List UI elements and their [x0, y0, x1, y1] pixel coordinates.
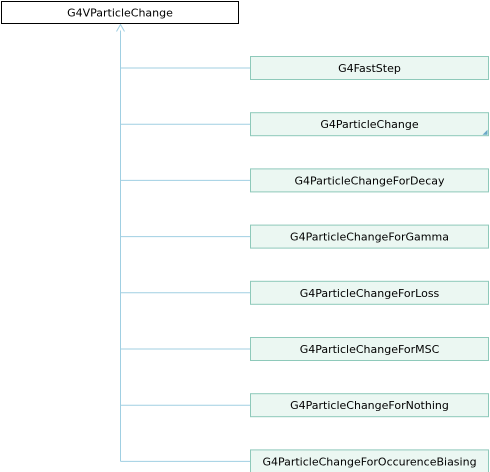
derived-class-box — [250, 168, 489, 193]
derived-class-label: G4ParticleChangeForNothing — [290, 399, 449, 412]
root-class-node[interactable]: G4VParticleChange — [1, 1, 239, 24]
derived-class-node[interactable]: G4ParticleChangeForOccurenceBiasing — [250, 449, 489, 472]
derived-class-label: G4FastStep — [338, 62, 401, 75]
inheritance-arrow-icon — [116, 23, 125, 32]
root-class-label: G4VParticleChange — [67, 7, 173, 20]
derived-class-node[interactable]: G4ParticleChangeForNothing — [250, 393, 489, 418]
derived-class-label: G4ParticleChangeForGamma — [290, 231, 449, 244]
derived-class-node[interactable]: G4ParticleChangeForMSC — [250, 337, 489, 361]
derived-class-node[interactable]: G4ParticleChange — [250, 112, 489, 137]
derived-class-label: G4ParticleChangeForDecay — [294, 174, 444, 187]
derived-class-label: G4ParticleChangeForMSC — [300, 343, 440, 356]
derived-class-nodes: G4FastStepG4ParticleChangeG4ParticleChan… — [250, 56, 489, 472]
derived-class-box — [250, 337, 489, 361]
root-class-box — [1, 1, 239, 24]
derived-class-node[interactable]: G4FastStep — [250, 56, 489, 80]
derived-class-node[interactable]: G4ParticleChangeForGamma — [250, 224, 489, 249]
derived-class-box — [250, 112, 489, 137]
derived-class-label: G4ParticleChange — [320, 118, 419, 131]
derived-class-label: G4ParticleChangeForOccurenceBiasing — [262, 455, 476, 468]
derived-class-node[interactable]: G4ParticleChangeForLoss — [250, 280, 489, 305]
derived-class-box — [250, 56, 489, 80]
derived-class-node[interactable]: G4ParticleChangeForDecay — [250, 168, 489, 193]
connector-lines — [116, 23, 251, 462]
derived-class-box — [250, 393, 489, 418]
derived-class-label: G4ParticleChangeForLoss — [300, 287, 440, 300]
derived-class-box — [250, 224, 489, 249]
derived-class-box — [250, 449, 489, 472]
more-subclasses-indicator-icon — [482, 129, 488, 135]
derived-class-box — [250, 280, 489, 305]
